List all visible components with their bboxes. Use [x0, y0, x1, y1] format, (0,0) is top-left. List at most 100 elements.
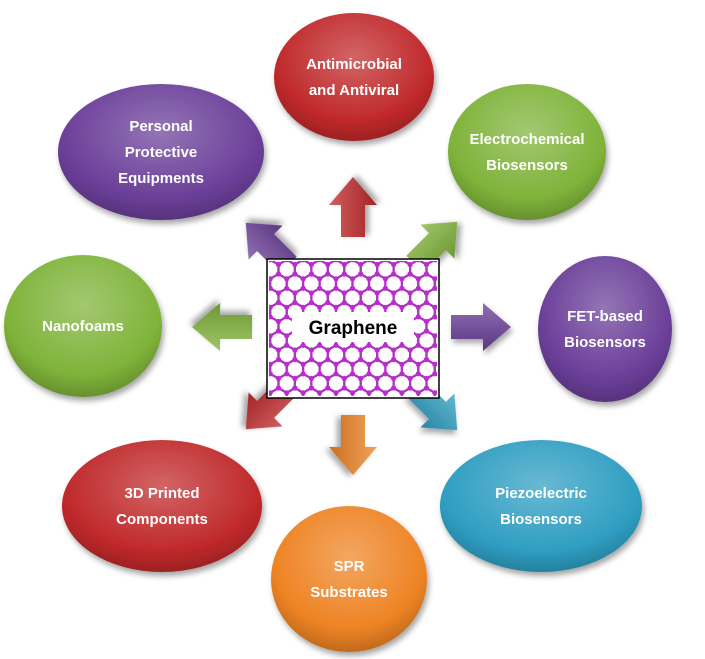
lattice-atom [325, 299, 331, 306]
lattice-atom [333, 400, 338, 405]
lattice-atom [366, 342, 372, 348]
lattice-atom [251, 305, 256, 310]
lattice-atom [391, 385, 397, 391]
lattice-atom [341, 299, 347, 306]
lattice-atom [292, 271, 298, 277]
lattice-atom [259, 376, 264, 381]
lattice-atom [309, 404, 314, 409]
lattice-atom [407, 299, 413, 306]
lattice-atom [269, 285, 273, 291]
lattice-atom [333, 361, 339, 367]
lattice-atom [284, 285, 290, 291]
lattice-atom [349, 371, 356, 377]
lattice-atom [440, 376, 445, 381]
lattice-atom [440, 328, 445, 333]
node-piezoelectric-ellipse [440, 440, 642, 572]
lattice-hexagon [311, 402, 327, 421]
lattice-atom [269, 361, 273, 367]
lattice-atom [317, 304, 323, 310]
lattice-atom [449, 257, 454, 262]
graphene-label-backdrop [292, 312, 414, 342]
lattice-atom [415, 304, 421, 310]
lattice-atom [301, 419, 306, 424]
node-electrochemical-ellipse [448, 84, 606, 220]
lattice-atom [440, 262, 445, 267]
lattice-atom [399, 419, 404, 424]
lattice-atom [259, 385, 264, 390]
lattice-atom [292, 290, 298, 296]
lattice-atom [358, 385, 364, 391]
lattice-atom [449, 305, 454, 310]
lattice-atom [391, 261, 397, 268]
lattice-atom [415, 371, 421, 377]
lattice-atom [391, 356, 397, 363]
node-fet-label: Biosensors [564, 334, 646, 351]
lattice-atom [399, 261, 405, 263]
lattice-hexagon [443, 288, 460, 307]
arrows-layer [192, 177, 511, 475]
lattice-atom [457, 414, 462, 419]
lattice-atom [300, 285, 306, 291]
lattice-atom [358, 404, 363, 409]
lattice-atom [275, 375, 282, 382]
lattice-atom [284, 361, 290, 367]
lattice-atom [275, 318, 282, 325]
lattice-atom [358, 356, 364, 363]
lattice-atom [382, 361, 388, 367]
node-antimicrobial-label: and Antiviral [309, 82, 399, 99]
lattice-atom [383, 248, 388, 253]
lattice-atom [325, 243, 330, 248]
lattice-hexagon [443, 260, 460, 279]
lattice-atom [382, 371, 388, 377]
lattice-atom [391, 299, 397, 306]
lattice-atom [408, 243, 413, 248]
lattice-atom [399, 285, 405, 291]
lattice-atom [391, 243, 396, 248]
lattice-atom [301, 400, 306, 405]
lattice-atom [415, 314, 421, 320]
lattice-atom [269, 261, 273, 263]
lattice-atom [317, 390, 323, 396]
lattice-atom [408, 414, 413, 419]
lattice-atom [415, 361, 421, 367]
lattice-atom [308, 271, 314, 277]
node-ppe-ellipse [58, 84, 264, 220]
lattice-atom [358, 271, 364, 277]
lattice-atom [366, 400, 371, 405]
lattice-atom [399, 276, 405, 282]
lattice-atom [349, 285, 356, 291]
lattice-atom [374, 356, 380, 363]
node-antimicrobial-ellipse [274, 13, 434, 141]
lattice-atom [416, 419, 421, 424]
lattice-atom [308, 347, 314, 353]
lattice-atom [432, 371, 437, 377]
lattice-atom [415, 333, 421, 339]
lattice-atom [415, 342, 421, 348]
lattice-atom [382, 276, 388, 282]
lattice-atom [440, 385, 445, 390]
node-electrochemical-label: Electrochemical [469, 131, 584, 148]
lattice-atom [251, 362, 256, 367]
lattice-atom [284, 261, 290, 263]
lattice-atom [457, 376, 462, 381]
lattice-atom [407, 271, 413, 277]
lattice-atom [300, 276, 306, 282]
lattice-atom [300, 390, 306, 396]
lattice-atom [407, 356, 413, 363]
lattice-atom [284, 342, 290, 348]
lattice-atom [309, 243, 314, 248]
lattice-atom [317, 400, 322, 405]
lattice-atom [374, 290, 380, 296]
lattice-atom [275, 271, 282, 277]
graphene-label: Graphene [309, 318, 398, 339]
lattice-atom [449, 362, 454, 367]
lattice-atom [308, 299, 314, 306]
lattice-atom [275, 328, 282, 334]
lattice-atom [374, 375, 380, 382]
lattice-atom [251, 343, 256, 348]
lattice-atom [374, 347, 380, 353]
